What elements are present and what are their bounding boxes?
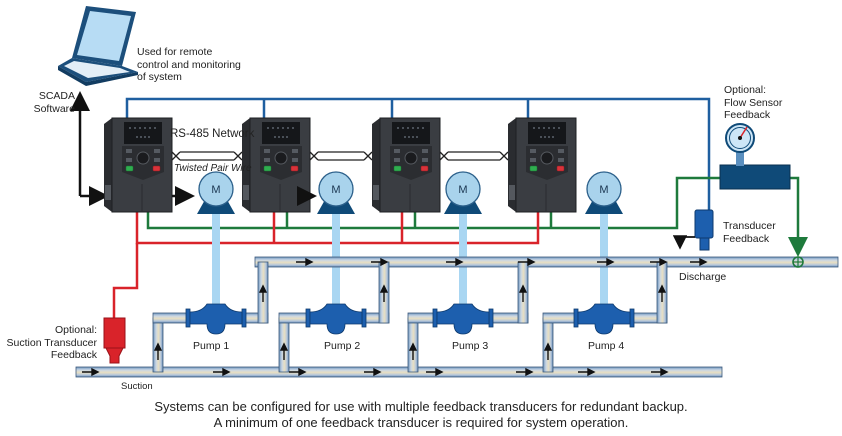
- motor-label: M: [599, 184, 608, 196]
- flow-arrow-icon: [651, 367, 669, 377]
- flow-arrow-icon: [258, 284, 268, 302]
- transducer-feedback-label: Transducer Feedback: [723, 220, 776, 245]
- twisted-pair-wire: [171, 151, 509, 161]
- flow-arrow-icon: [690, 257, 708, 267]
- motor-label: M: [458, 184, 467, 196]
- discharge-label: Discharge: [679, 271, 727, 283]
- pump-3-label: Pump 3: [452, 340, 489, 352]
- laptop-icon: [58, 6, 138, 86]
- pipe-segment: [75, 366, 723, 378]
- flow-arrow-icon: [379, 284, 389, 302]
- flow-arrow-icon: [279, 342, 289, 360]
- motor-icon: M: [317, 171, 355, 214]
- vfd-drive: [104, 117, 173, 213]
- motor-icon: M: [197, 171, 235, 214]
- flow-arrow-icon: [650, 257, 668, 267]
- twisted-pair-label: Twisted Pair Wire: [174, 163, 252, 174]
- flow-arrow-icon: [408, 342, 418, 360]
- rs485-network-label: RS-485 Network: [170, 128, 255, 140]
- pump-icon: [305, 303, 367, 335]
- flow-meter-icon: [792, 256, 804, 268]
- flow-arrow-icon: [516, 367, 534, 377]
- flow-arrow-icon: [213, 367, 231, 377]
- pump-icon: [432, 303, 494, 335]
- pipe-segment: [254, 256, 839, 268]
- flow-arrow-icon: [289, 367, 307, 377]
- green-bus: [146, 176, 808, 257]
- pump-icon: [185, 303, 247, 335]
- discharge-transducer: [672, 209, 714, 251]
- vfd-drive: [372, 117, 441, 213]
- motor-icon: M: [585, 171, 623, 214]
- motor-label: M: [331, 184, 340, 196]
- motor-label: M: [211, 184, 220, 196]
- flow-sensor: [719, 123, 791, 190]
- flow-arrow-icon: [518, 257, 536, 267]
- flow-arrow-icon: [364, 367, 382, 377]
- laptop-note-label: Used for remote control and monitoring o…: [137, 46, 241, 83]
- motor-icon: M: [444, 171, 482, 214]
- flow-arrow-icon: [153, 342, 163, 360]
- flow-arrow-icon: [296, 257, 314, 267]
- pump-4-label: Pump 4: [588, 340, 625, 352]
- flow-arrow-icon: [578, 367, 596, 377]
- pump-2-label: Pump 2: [324, 340, 361, 352]
- flow-arrow-icon: [518, 284, 528, 302]
- network-bus: [125, 97, 711, 212]
- flow-arrow-icon: [446, 257, 464, 267]
- suction-label: Suction: [121, 381, 153, 392]
- caption-line-1: Systems can be configured for use with m…: [154, 399, 688, 414]
- scada-software-label: SCADA Software: [33, 90, 75, 115]
- caption-line-2: A minimum of one feedback transducer is …: [213, 415, 629, 430]
- vfd-drive: [508, 117, 577, 213]
- pump-1-label: Pump 1: [193, 340, 230, 352]
- flow-arrow-icon: [657, 284, 667, 302]
- flow-sensor-label: Optional: Flow Sensor Feedback: [724, 84, 783, 121]
- flow-arrow-icon: [597, 257, 615, 267]
- flow-arrow-icon: [426, 367, 444, 377]
- suction-transducer-label: Optional: Suction Transducer Feedback: [6, 324, 97, 361]
- motor-shaft: [212, 212, 220, 308]
- suction-transducer: [103, 317, 126, 364]
- flow-arrow-icon: [543, 342, 553, 360]
- flow-arrow-icon: [82, 367, 100, 377]
- pump-icon: [573, 303, 635, 335]
- flow-arrow-icon: [371, 257, 389, 267]
